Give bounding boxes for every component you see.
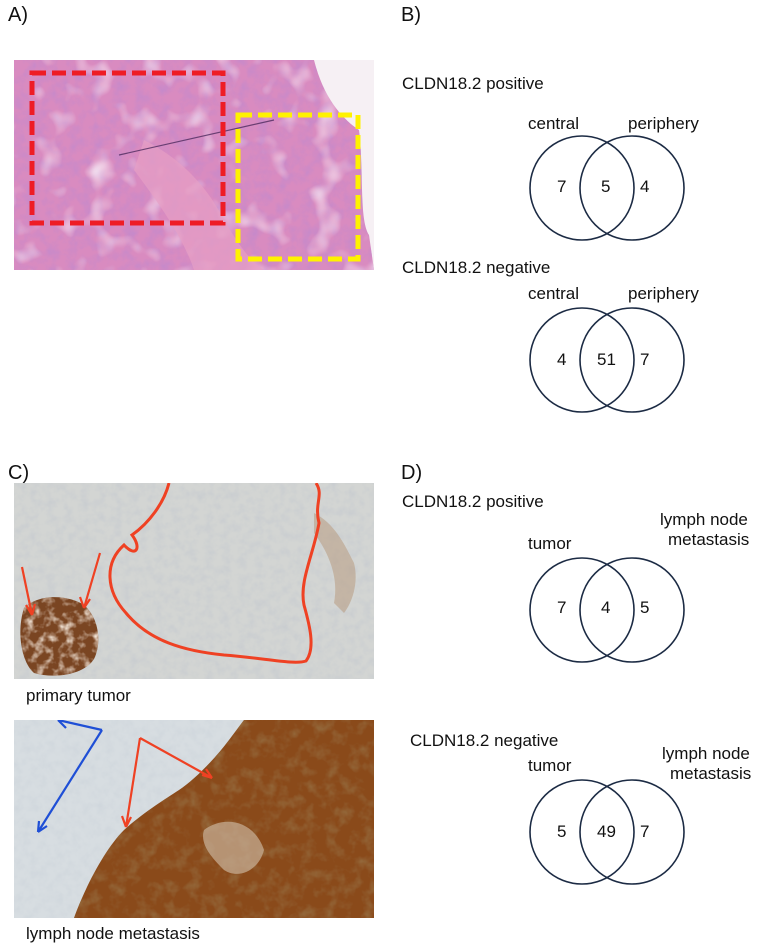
red-arrow: [124, 737, 142, 828]
venn-circle-tumor: [529, 779, 635, 885]
venn-circle-periphery: [579, 135, 685, 241]
lymph-node-caption: lymph node metastasis: [26, 924, 200, 943]
venn-diagram-b-negative: [529, 307, 685, 413]
venn-d-positive-right-label-2: metastasis: [668, 530, 750, 549]
venn-circle-central: [529, 307, 635, 413]
venn-b-positive-title: CLDN18.2 positive: [402, 74, 544, 93]
venn-b-negative-overlap-count: 51: [597, 350, 616, 369]
venn-diagram-b-positive: [529, 135, 685, 241]
venn-d-positive-right-label-1: lymph node: [660, 510, 748, 529]
panel-label-a: A): [8, 4, 28, 26]
central-region-box: [29, 70, 226, 226]
venn-d-negative-left-label: tumor: [528, 756, 572, 775]
panel-label-d: D): [401, 462, 423, 484]
venn-d-negative-right-label-1: lymph node: [662, 744, 750, 763]
venn-b-negative-title: CLDN18.2 negative: [402, 258, 551, 277]
venn-d-positive-right-count: 5: [640, 598, 650, 617]
venn-d-positive-left-count: 7: [557, 598, 567, 617]
venn-d-negative-title: CLDN18.2 negative: [410, 731, 559, 750]
venn-circle-central: [529, 135, 635, 241]
venn-b-negative-right-count: 7: [640, 350, 650, 369]
venn-circle-tumor: [529, 557, 635, 663]
venn-diagram-d-positive: [529, 557, 685, 663]
panel-label-b: B): [401, 4, 421, 26]
red-arrow: [82, 552, 102, 609]
red-arrow: [20, 566, 34, 616]
venn-b-positive-right-count: 4: [640, 177, 650, 196]
venn-d-negative-right-count: 7: [640, 822, 650, 841]
panel-label-c: C): [8, 462, 30, 484]
red-arrow: [139, 737, 213, 779]
venn-circle-periphery: [579, 307, 685, 413]
blue-arrow: [37, 729, 103, 833]
venn-b-negative-right-label: periphery: [628, 284, 699, 303]
venn-d-positive-overlap-count: 4: [601, 598, 611, 617]
primary-tumor-caption: primary tumor: [26, 686, 131, 705]
lymph-node-ihc-image: [14, 720, 374, 918]
primary-tumor-ihc-image: [14, 483, 374, 679]
he-histology-image: [14, 60, 374, 270]
venn-b-negative-left-label: central: [528, 284, 580, 303]
blue-arrow: [57, 720, 103, 732]
venn-d-negative-left-count: 5: [557, 822, 567, 841]
venn-b-positive-left-count: 7: [557, 177, 567, 196]
venn-d-negative-right-label-2: metastasis: [670, 764, 752, 783]
venn-b-positive-overlap-count: 5: [601, 177, 611, 196]
venn-b-negative-left-count: 4: [557, 350, 567, 369]
venn-b-positive-right-label: periphery: [628, 114, 699, 133]
venn-b-positive-left-label: central: [528, 114, 580, 133]
venn-d-positive-left-label: tumor: [528, 534, 572, 553]
venn-diagram-d-negative: [529, 779, 685, 885]
tumor-boundary-outline: [108, 483, 321, 664]
venn-circle-lymph-node: [579, 557, 685, 663]
venn-circle-lymph-node: [579, 779, 685, 885]
venn-d-positive-title: CLDN18.2 positive: [402, 492, 544, 511]
periphery-region-box: [235, 112, 361, 262]
venn-d-negative-overlap-count: 49: [597, 822, 616, 841]
